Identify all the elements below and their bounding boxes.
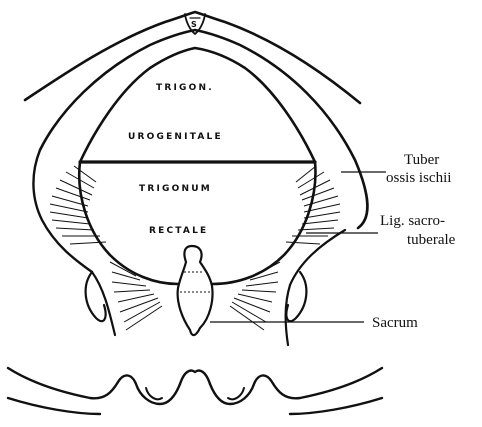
sacrum-label: Sacrum xyxy=(372,315,418,331)
lower-section xyxy=(8,368,382,414)
symphysis-label: S xyxy=(191,20,197,29)
rectal-label-line1: TRIGONUM xyxy=(139,184,212,194)
tuber-label-line2: ossis ischii xyxy=(386,170,451,186)
leader-lines xyxy=(210,172,386,322)
ligament-label-line1: Lig. sacro- xyxy=(380,213,445,229)
ischial-hooks xyxy=(86,272,307,321)
tuber-label-line1: Tuber xyxy=(404,152,439,168)
urogenital-label-line2: UROGENITALE xyxy=(128,132,223,142)
sacrum xyxy=(178,246,213,335)
urogenital-label-line1: TRIGON. xyxy=(156,83,214,93)
ligament-label-line2: tuberale xyxy=(407,232,456,248)
sacrotuberous-ligament-right xyxy=(230,166,340,330)
rectal-label-line2: RECTALE xyxy=(149,226,208,236)
